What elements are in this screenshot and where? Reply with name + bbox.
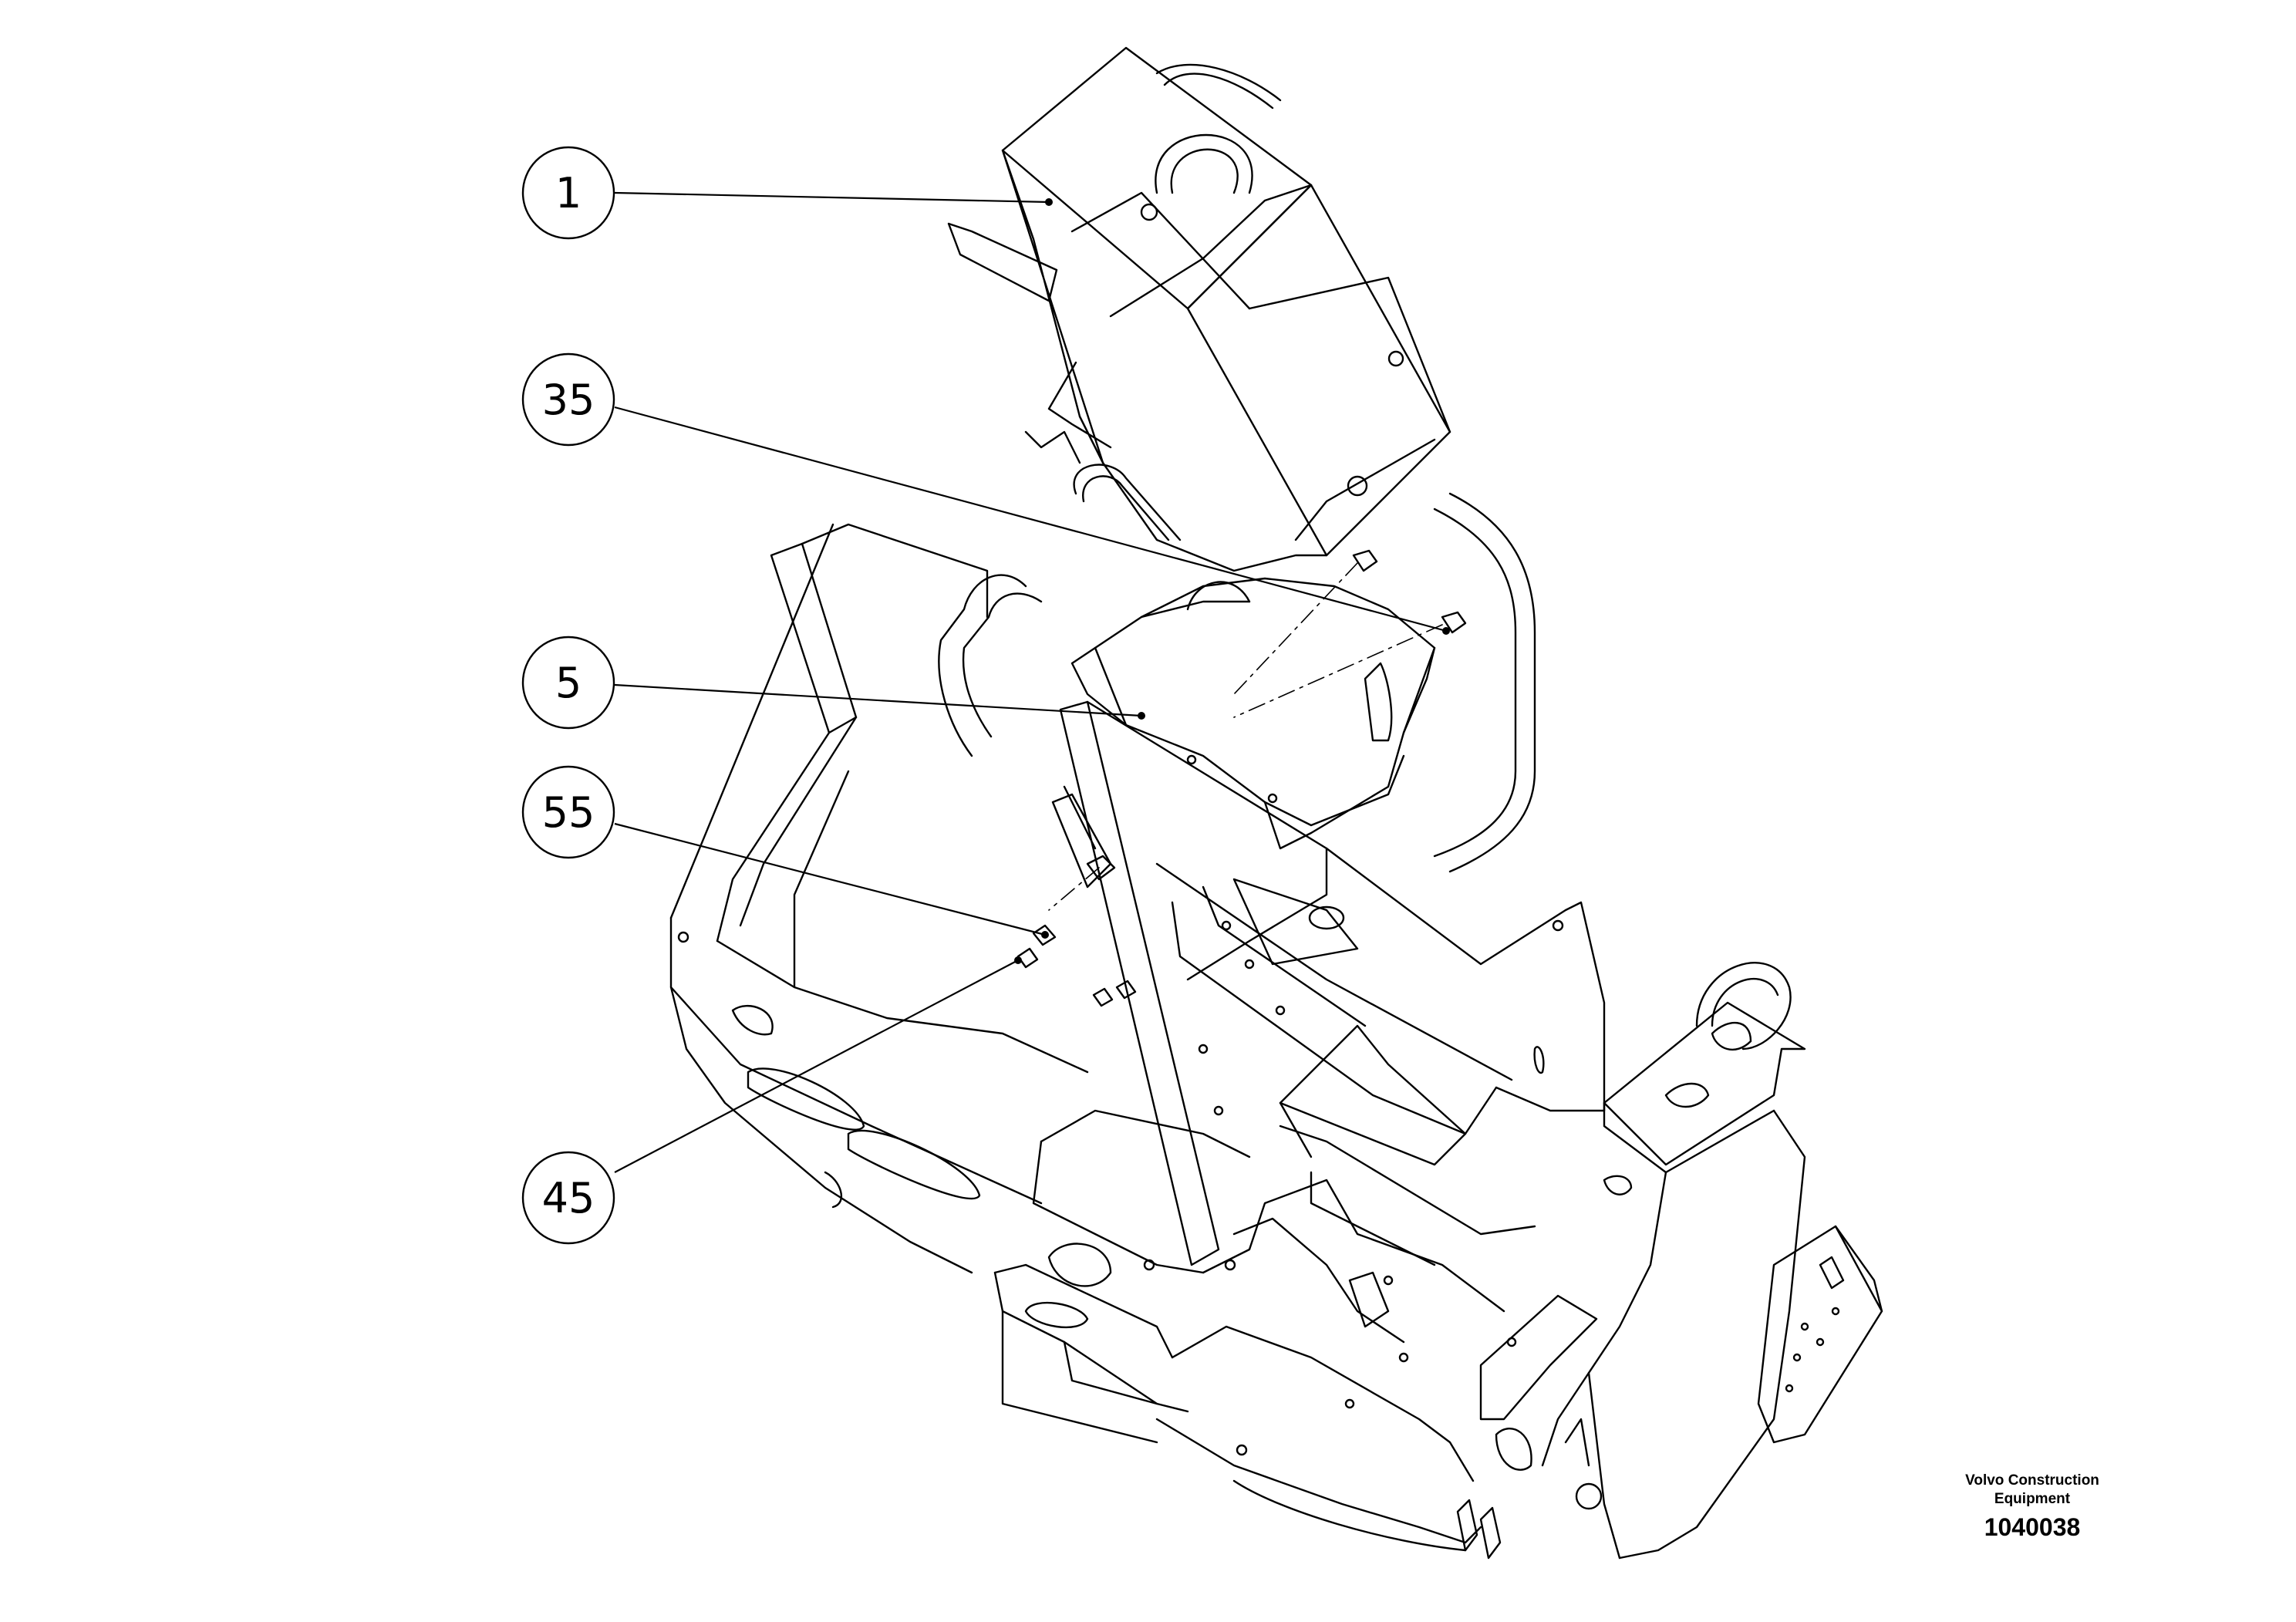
leader-dot-1 xyxy=(1045,198,1053,206)
callout-label-55: 55 xyxy=(542,788,595,837)
assembly-centerlines xyxy=(1048,562,1443,911)
callout-balloon-55 xyxy=(521,765,615,859)
end-plate xyxy=(1757,1225,1883,1444)
lower-base xyxy=(993,1109,1536,1552)
leader-dot-5 xyxy=(1138,712,1145,720)
leader-dot-35 xyxy=(1442,627,1450,635)
callout-balloon-35 xyxy=(521,352,615,447)
callout-balloon-1 xyxy=(521,146,615,240)
callout-balloon-45 xyxy=(521,1151,615,1245)
cover-panel-part xyxy=(947,46,1451,572)
leader-dot-45 xyxy=(1014,956,1022,964)
callout-label-45: 45 xyxy=(542,1174,595,1222)
hardware-screws xyxy=(1017,549,1467,1007)
leader-line-1 xyxy=(614,191,1050,204)
drawing-number: 1040038 xyxy=(1984,1513,2081,1541)
left-tray xyxy=(669,523,1089,1274)
leader-dot-55 xyxy=(1041,931,1049,939)
callout-label-5: 5 xyxy=(555,659,582,707)
lifting-bracket xyxy=(1456,962,1806,1560)
leader-line-55 xyxy=(614,822,1046,936)
callout-label-35: 35 xyxy=(542,376,595,424)
brand-caption: Volvo Construction Equipment xyxy=(1944,1472,2121,1509)
leader-line-45 xyxy=(614,959,1019,1173)
leader-line-5 xyxy=(614,683,1142,717)
main-plate xyxy=(1051,700,1606,1271)
brand-line-1: Volvo Construction xyxy=(1965,1472,2099,1489)
callout-label-1: 1 xyxy=(555,169,582,218)
handle-rail xyxy=(938,464,1536,873)
bracket-box-part xyxy=(1070,577,1436,850)
leader-line-35 xyxy=(614,406,1447,632)
brand-line-2: Equipment xyxy=(1994,1491,2071,1507)
callout-balloon-5 xyxy=(521,636,615,730)
